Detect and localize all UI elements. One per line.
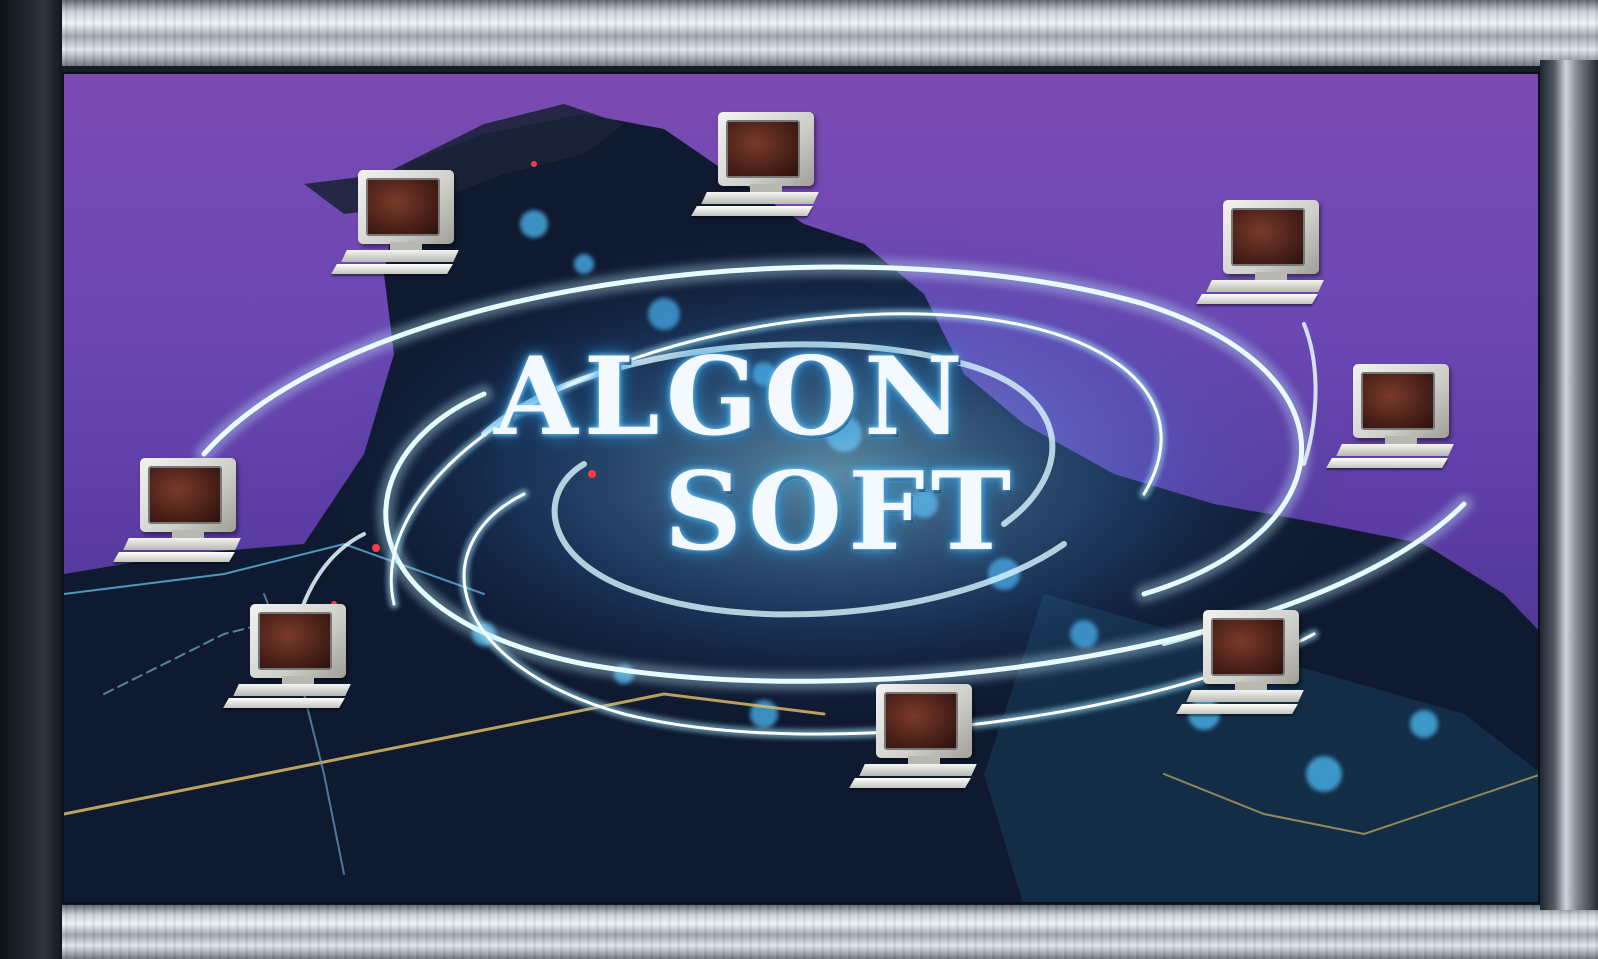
splash-screen: ALGON SOFT — [62, 72, 1540, 904]
metal-frame-left — [0, 0, 62, 959]
algon-soft-logo: ALGON SOFT — [494, 334, 1194, 634]
computer-icon — [691, 112, 824, 222]
logo-line-algon: ALGON — [494, 334, 969, 460]
computer-icon — [1196, 200, 1329, 310]
computer-icon — [113, 458, 246, 568]
metal-frame-top — [0, 0, 1598, 66]
computer-icon — [1326, 364, 1459, 474]
computer-icon — [1176, 610, 1309, 720]
metal-frame-right — [1540, 60, 1598, 910]
network-map-illustration — [64, 104, 1538, 902]
computer-icon — [849, 684, 982, 794]
energy-swirl — [195, 258, 1473, 739]
computer-icon — [331, 170, 464, 280]
metal-frame-bottom — [0, 905, 1598, 959]
logo-line-soft: SOFT — [664, 449, 1018, 575]
computer-icon — [223, 604, 356, 714]
